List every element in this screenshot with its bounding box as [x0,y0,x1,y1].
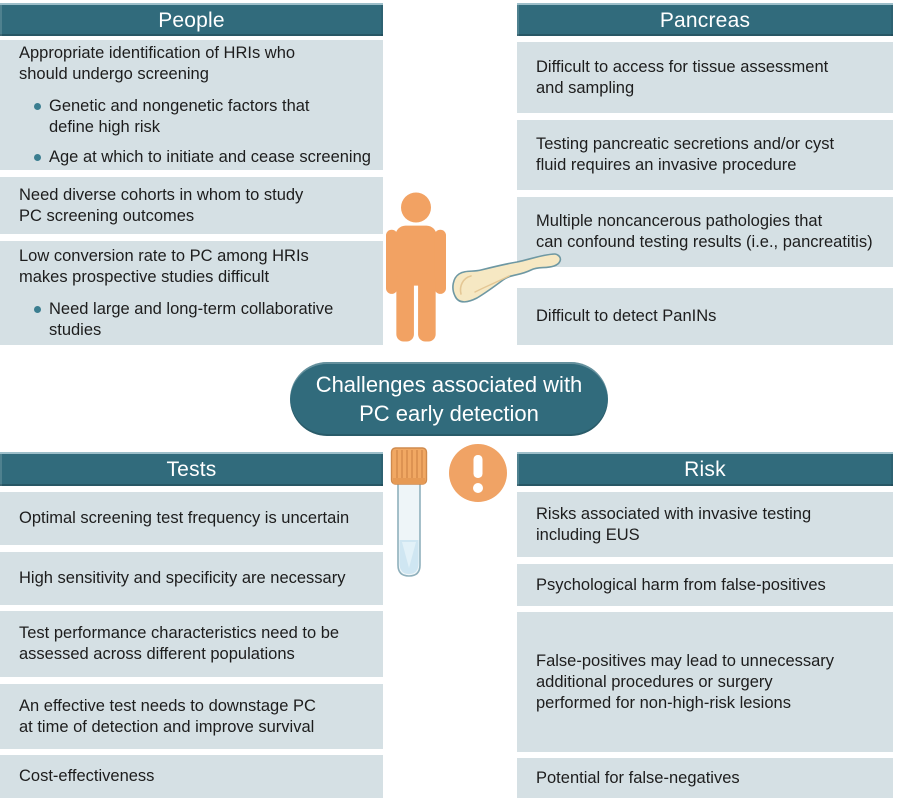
card-text: Cost-effectiveness [19,767,155,785]
section-header-pancreas: Pancreas [517,3,893,36]
human-figure-icon [386,192,446,342]
pancreas-organ-icon [447,250,563,314]
bullet-dot-icon [34,305,41,313]
challenge-card-pancreas-1: Difficult to access for tissue assessmen… [517,42,893,113]
exclamation-mark-icon [448,443,508,503]
card-text: Appropriate identification of HRIs who s… [19,43,296,83]
challenge-card-people-1: Appropriate identification of HRIs who s… [0,40,383,170]
card-text: Optimal screening test frequency is unce… [19,509,350,527]
bullet-text: Genetic and nongenetic factors that defi… [49,96,310,136]
card-text: False-positives may lead to unnecessary … [536,651,835,712]
challenge-card-tests-3: Test performance characteristics need to… [0,611,383,677]
section-header-tests: Tests [0,452,383,486]
bullet-item: Age at which to initiate and cease scree… [34,147,375,168]
challenge-card-risk-1: Risks associated with invasive testing i… [517,492,893,557]
challenge-card-tests-1: Optimal screening test frequency is unce… [0,492,383,545]
bullet-item: Need large and long-term collaborative s… [34,299,375,341]
section-title: People [158,8,225,32]
test-tube-icon [390,446,428,580]
challenge-card-pancreas-2: Testing pancreatic secretions and/or cys… [517,120,893,190]
bullet-dot-icon [34,153,41,161]
challenge-card-risk-4: Potential for false-negatives [517,758,893,798]
card-text: Test performance characteristics need to… [19,624,340,663]
challenge-card-pancreas-3: Multiple noncancerous pathologies that c… [517,197,893,267]
section-title: Pancreas [659,8,751,32]
section-title: Tests [166,458,217,481]
challenge-card-tests-5: Cost-effectiveness [0,755,383,798]
challenge-card-risk-2: Psychological harm from false-positives [517,564,893,606]
bullet-list: Need large and long-term collaborative s… [19,299,375,341]
card-text: Psychological harm from false-positives [536,575,826,594]
card-text: Testing pancreatic secretions and/or cys… [536,135,835,174]
card-text: Potential for false-negatives [536,768,740,787]
card-text: Difficult to access for tissue assessmen… [536,57,829,97]
bullet-list: Genetic and nongenetic factors that defi… [19,96,375,168]
challenge-card-pancreas-4: Difficult to detect PanINs [517,288,893,345]
challenge-card-risk-3: False-positives may lead to unnecessary … [517,612,893,752]
card-text: High sensitivity and specificity are nec… [19,569,346,587]
bullet-text: Age at which to initiate and cease scree… [49,147,371,166]
card-text: Difficult to detect PanINs [536,307,717,325]
card-text: Risks associated with invasive testing i… [536,504,812,544]
card-text: Multiple noncancerous pathologies that c… [536,212,873,251]
challenge-card-tests-4: An effective test needs to downstage PC … [0,684,383,749]
bullet-item: Genetic and nongenetic factors that defi… [34,96,375,138]
section-title: Risk [684,458,726,481]
card-text: Low conversion rate to PC among HRIs mak… [19,246,309,286]
section-header-people: People [0,3,383,36]
card-text: An effective test needs to downstage PC … [19,696,316,736]
challenge-card-tests-2: High sensitivity and specificity are nec… [0,552,383,605]
figure-center-title: Challenges associated with PC early dete… [290,362,608,436]
challenge-card-people-2: Need diverse cohorts in whom to study PC… [0,177,383,234]
section-header-risk: Risk [517,452,893,486]
bullet-text: Need large and long-term collaborative s… [49,299,334,339]
bullet-dot-icon [34,102,41,110]
card-text: Need diverse cohorts in whom to study PC… [19,185,304,225]
challenge-card-people-3: Low conversion rate to PC among HRIs mak… [0,241,383,345]
